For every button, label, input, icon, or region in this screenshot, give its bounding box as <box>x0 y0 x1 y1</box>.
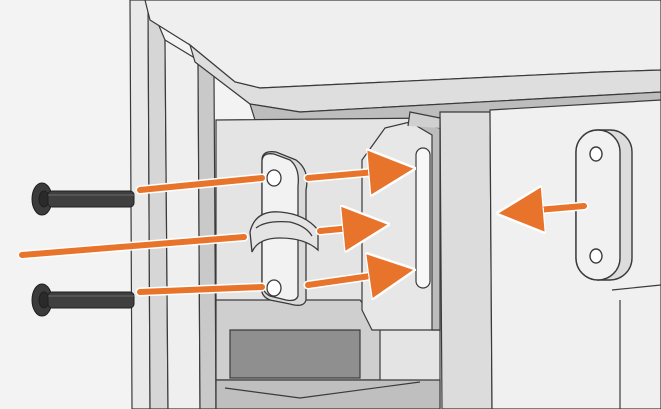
rubber-spacer <box>575 129 633 281</box>
spacer-hole-top <box>589 146 603 162</box>
arrow-clip-bottom-to-slot <box>303 272 398 285</box>
clip-hole-top <box>266 169 282 187</box>
arrow-screw-top-to-clip <box>135 173 267 195</box>
screw-top <box>31 182 135 216</box>
bracket-slot <box>415 147 431 289</box>
arrow-clip-top-to-slot <box>303 170 398 178</box>
arrow-cable-to-clip <box>17 232 249 260</box>
assembly-arrows <box>17 170 589 297</box>
arrow-clip-middle-to-bracket <box>315 226 372 231</box>
screw-bottom <box>31 283 135 317</box>
clip-hole-bottom <box>266 279 282 297</box>
arrow-spacer-to-frame <box>514 206 589 212</box>
arrow-screw-bottom-to-clip <box>135 282 267 297</box>
cable-clip <box>249 151 319 306</box>
mounting-bracket <box>361 111 441 331</box>
spacer-hole-bottom <box>589 248 603 264</box>
